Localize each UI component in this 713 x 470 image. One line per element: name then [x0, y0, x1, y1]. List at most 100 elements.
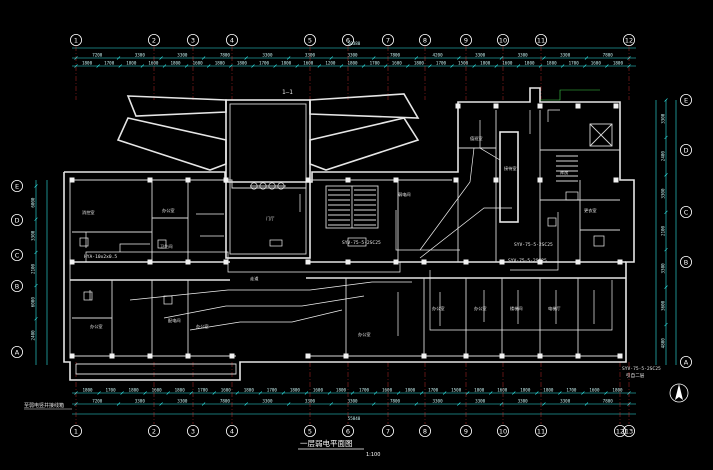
building-walls [63, 87, 635, 381]
dim-top-2-9: 1800 [281, 61, 292, 66]
dim-right-1: 2400 [661, 151, 666, 162]
dim-bottom-1-12: 1700 [359, 388, 370, 393]
dim-top-2-18: 1800 [480, 61, 491, 66]
axis-bubble-bottom-11-label: 11 [537, 427, 545, 435]
axis-bubble-top-8-label: 8 [423, 36, 427, 44]
dim-top-1-1: 3300 [135, 53, 146, 58]
dim-bottom-2-3: 7800 [220, 399, 231, 404]
axis-bubble-bottom-9: 9 [459, 424, 472, 437]
dim-top-1-4: 3300 [262, 53, 273, 58]
dim-bottom-2-5: 3300 [305, 399, 316, 404]
dim-top-2-13: 1700 [370, 61, 381, 66]
dim-bottom-1-2: 1800 [129, 388, 140, 393]
drawing-title: 一层弱电平面图 [300, 438, 353, 448]
axis-bubble-bottom-4-label: 4 [230, 427, 234, 435]
axis-bubble-left-C: C [10, 248, 23, 261]
note-right: SYV-75-5-2SC25 [622, 366, 661, 372]
dim-left-4: 2400 [31, 330, 36, 341]
dim-top-2-0: 1800 [82, 61, 93, 66]
axis-bubble-top-4-label: 4 [230, 36, 234, 44]
dim-bottom-1-15: 1700 [428, 388, 439, 393]
dim-bottom-2-8: 3300 [433, 399, 444, 404]
dim-top-2-4: 1800 [170, 61, 181, 66]
room-label-10: 办公室 [358, 331, 371, 338]
axis-bubble-bottom-10: 10 [496, 424, 509, 437]
axis-bubble-bottom-2-label: 2 [152, 427, 156, 435]
axis-bubble-top-3: 3 [186, 34, 199, 47]
dim-top-2-7: 1800 [237, 61, 248, 66]
dim-bottom-1-7: 1800 [244, 388, 255, 393]
dim-bottom-1-9: 1800 [290, 388, 301, 393]
axis-bubble-top-1-label: 1 [74, 36, 78, 44]
dim-top-1-11: 3300 [560, 53, 571, 58]
dim-top-2-22: 1700 [569, 61, 580, 66]
axis-bubble-left-B: B [10, 279, 23, 292]
dimension-ticks [34, 56, 668, 406]
axis-bubble-left-C-label: C [15, 251, 20, 259]
dim-top-1-6: 3300 [347, 53, 358, 58]
room-label-13: 楼梯间 [510, 305, 523, 312]
dim-top-1-9: 3300 [475, 53, 486, 58]
dim-left-1: 3300 [31, 230, 36, 241]
section-mark: 1—1 [282, 89, 293, 96]
axis-bubble-right-E-label: E [684, 96, 688, 104]
axis-bubble-top-10-label: 10 [499, 36, 507, 44]
cable-label-0: SYV-75-5-2SC25 [342, 240, 381, 246]
room-label-6: 弱电间 [398, 191, 411, 198]
dim-bottom-1-17: 1800 [474, 388, 485, 393]
axis-bubble-bottom-12-label: 12 [616, 427, 624, 435]
axis-bubble-top-2-label: 2 [152, 36, 156, 44]
axis-bubble-right-B-label: B [684, 258, 688, 266]
dim-left-3: 6000 [31, 297, 36, 308]
dim-top-1-7: 7800 [390, 53, 401, 58]
axis-bubble-top-9: 9 [459, 34, 472, 47]
dim-top-2-12: 1800 [347, 61, 358, 66]
room-label-11: 办公室 [432, 305, 445, 312]
dimension-lines [35, 47, 677, 415]
axis-bubble-bottom-9-label: 9 [464, 427, 468, 435]
dim-bottom-1-18: 1600 [497, 388, 508, 393]
axis-bubble-bottom-8: 8 [418, 424, 431, 437]
dim-top-1-3: 7800 [220, 53, 231, 58]
dim-right-4: 3300 [661, 263, 666, 274]
axis-bubble-bottom-1-label: 1 [74, 427, 78, 435]
axis-bubble-top-4: 4 [225, 34, 238, 47]
overall-dimension-top: 50380 [348, 41, 361, 46]
dim-top-2-15: 1800 [414, 61, 425, 66]
axis-bubble-right-C-label: C [684, 208, 689, 216]
axis-bubble-bottom-7: 7 [381, 424, 394, 437]
axis-bubble-bottom-2: 2 [147, 424, 160, 437]
drawing-scale: 1:100 [366, 452, 380, 458]
axis-bubble-bottom-3-label: 3 [191, 427, 195, 435]
axis-bubble-right-D-label: D [683, 146, 688, 154]
room-label-0: 消控室 [82, 209, 95, 216]
axis-bubble-top-3-label: 3 [191, 36, 195, 44]
dim-bottom-1-6: 1600 [221, 388, 232, 393]
dim-left-2: 2100 [31, 263, 36, 274]
room-label-1: 办公室 [162, 207, 175, 214]
room-label-4: 走道 [250, 275, 259, 282]
axis-bubble-top-11-label: 11 [537, 36, 545, 44]
axis-bubble-left-E-label: E [15, 182, 19, 190]
room-label-17: 接待室 [504, 165, 517, 172]
dim-bottom-1-1: 1700 [106, 388, 117, 393]
dim-bottom-1-11: 1800 [336, 388, 347, 393]
dim-top-2-24: 1800 [613, 61, 624, 66]
overall-dimension-bottom: 55840 [348, 416, 361, 421]
dim-top-2-8: 1700 [259, 61, 270, 66]
axis-bubble-top-2: 2 [147, 34, 160, 47]
dim-left-0: 6000 [31, 197, 36, 208]
dim-top-2-19: 1600 [502, 61, 513, 66]
dim-bottom-2-2: 3300 [177, 399, 188, 404]
dim-bottom-1-8: 1700 [267, 388, 278, 393]
wiring-runs [79, 89, 613, 336]
axis-bubble-bottom-5-label: 5 [308, 427, 312, 435]
dim-bottom-1-3: 1600 [152, 388, 163, 393]
dim-bottom-1-14: 1800 [405, 388, 416, 393]
axis-bubble-bottom-11: 11 [535, 424, 548, 437]
dim-bottom-1-21: 1700 [566, 388, 577, 393]
dim-right-0: 3300 [661, 113, 666, 124]
room-label-8: 办公室 [90, 323, 103, 330]
axis-bubble-left-D-label: D [14, 216, 19, 224]
